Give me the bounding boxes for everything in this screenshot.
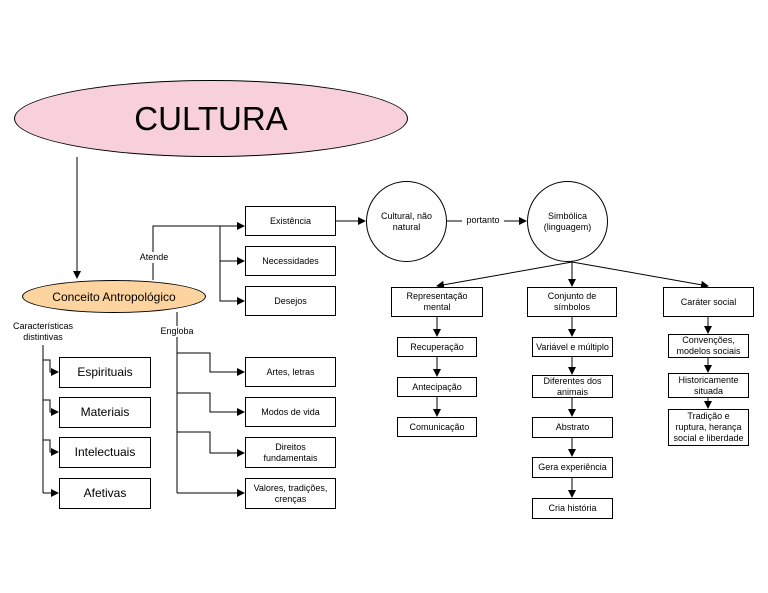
box-afetivas: Afetivas: [59, 478, 151, 509]
box-gera-experiencia: Gera experiência: [532, 457, 613, 478]
box-antecipacao: Antecipação: [397, 377, 477, 397]
box-direitos-fundamentais: Direitos fundamentais: [245, 437, 336, 468]
label-caracteristicas: Características distintivas: [8, 321, 78, 343]
title-text: CULTURA: [134, 99, 288, 137]
box-variavel-e-multiplo: Variável e múltiplo: [532, 337, 613, 357]
box-historicamente-situada: Historicamente situada: [668, 373, 749, 398]
box-modos-de-vida: Modos de vida: [245, 397, 336, 427]
box-intelectuais: Intelectuais: [59, 437, 151, 468]
box-representacao-mental: Representação mental: [391, 287, 483, 317]
box-materiais: Materiais: [59, 397, 151, 428]
box-carater-social: Caráter social: [663, 287, 754, 317]
box-artes-letras: Artes, letras: [245, 357, 336, 387]
box-valores-tradicoes-crencas: Valores, tradições, crenças: [245, 478, 336, 509]
node-cultural-nao-natural: Cultural, não natural: [366, 181, 447, 262]
box-comunicacao: Comunicação: [397, 417, 477, 437]
title-node: CULTURA: [14, 80, 408, 157]
label-engloba: Engloba: [158, 326, 196, 337]
concept-text: Conceito Antropológico: [52, 289, 176, 304]
box-diferentes-dos-animais: Diferentes dos animais: [532, 375, 613, 398]
box-existencia: Existência: [245, 206, 336, 236]
box-necessidades: Necessidades: [245, 246, 336, 276]
box-conjunto-de-simbolos: Conjunto de símbolos: [527, 287, 617, 317]
box-recuperacao: Recuperação: [397, 337, 477, 357]
box-tradicao-e-ruptura: Tradição e ruptura, herança social e lib…: [668, 409, 749, 446]
box-espirituais: Espirituais: [59, 357, 151, 388]
box-cria-historia: Cria história: [532, 498, 613, 519]
label-atende: Atende: [136, 252, 172, 263]
box-desejos: Desejos: [245, 286, 336, 316]
node-simbolica: Simbólica (linguagem): [527, 181, 608, 262]
box-convencoes-modelos-sociais: Convenções, modelos sociais: [668, 334, 749, 358]
concept-node: Conceito Antropológico: [22, 280, 206, 313]
box-abstrato: Abstrato: [532, 417, 613, 438]
label-portanto: portanto: [462, 215, 504, 226]
